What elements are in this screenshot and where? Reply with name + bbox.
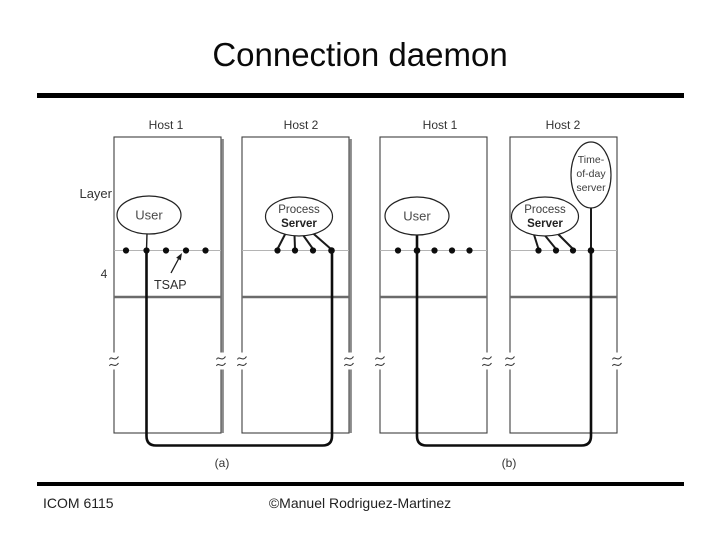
time-of-day-oval (570, 141, 612, 209)
layer-label: Layer (79, 186, 112, 201)
layer-number-4: 4 (101, 267, 108, 281)
process-server-fan-b (532, 231, 574, 250)
process-server-b-line1: Process (524, 204, 566, 216)
footer-copyright: ©Manuel Rodriguez-Martinez (268, 495, 452, 511)
host1-label-b: Host 1 (423, 118, 458, 132)
user-oval-b-label: User (403, 209, 431, 224)
user-oval-b (384, 196, 450, 236)
host2-label-b: Host 2 (546, 118, 581, 132)
tsap-dots-host1-b (394, 247, 473, 254)
process-server-a-line1: Process (278, 204, 320, 216)
host2-label-a: Host 2 (284, 118, 319, 132)
caption-a: (a) (215, 456, 230, 470)
host1-label-a: Host 1 (149, 118, 184, 132)
connection-line-b (415, 250, 593, 447)
process-server-oval-b (510, 196, 580, 237)
tsap-dots-host2-b (535, 247, 595, 254)
host1-box-panel-b (379, 136, 488, 434)
user-stem-a (145, 233, 148, 251)
process-server-b-line2: Server (527, 218, 563, 230)
slide-title: Connection daemon (212, 36, 508, 73)
footer-rule (37, 482, 684, 486)
user-oval-a-label: User (135, 208, 163, 223)
title-underline-rule (37, 93, 684, 98)
host2-box-panel-b (509, 136, 618, 434)
time-of-day-line3: server (576, 182, 606, 194)
time-of-day-line1: Time- (578, 154, 605, 166)
line-break-marks (108, 351, 623, 371)
time-of-day-line2: of-day (576, 168, 606, 180)
tsap-label: TSAP (154, 278, 187, 292)
connection-line-a (145, 250, 334, 447)
tsap-dots-host2-a (274, 247, 335, 254)
process-server-fan-a (276, 231, 333, 251)
host1-box-panel-a (113, 136, 222, 434)
process-server-oval-a (264, 196, 334, 237)
caption-b: (b) (502, 456, 517, 470)
process-server-a-line2: Server (281, 218, 317, 230)
footer-course-code: ICOM 6115 (43, 495, 114, 511)
tsap-arrow (170, 253, 182, 274)
host2-box-panel-a (241, 136, 350, 434)
user-oval-a (116, 195, 182, 235)
tsap-dots-host1-a (122, 247, 209, 254)
